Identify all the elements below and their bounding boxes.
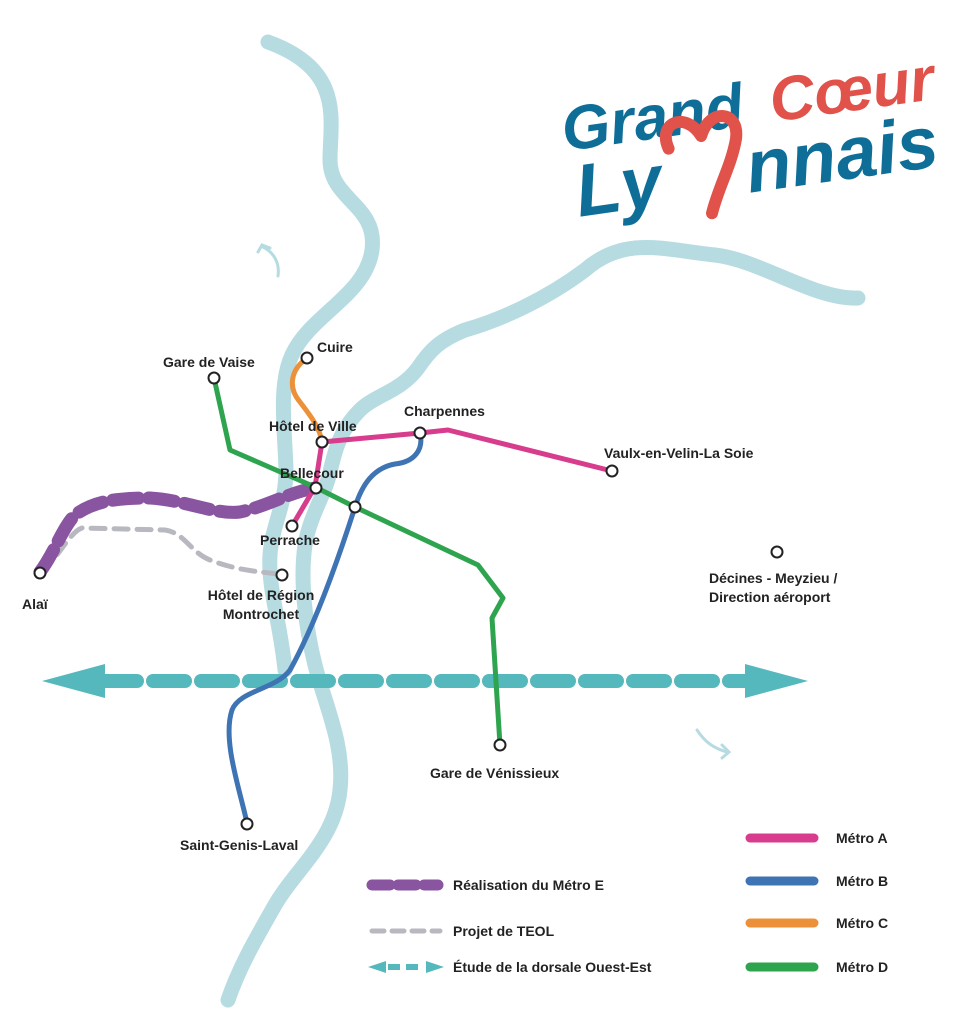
legend-dorsale-arrow-right-icon (426, 961, 444, 973)
label-alai: Alaï (22, 596, 49, 612)
logo-line-2-end: nnais (740, 100, 943, 209)
label-perrache: Perrache (260, 532, 320, 548)
station-alai[interactable] (33, 566, 47, 580)
dorsale-ouest-est (42, 664, 808, 698)
label-direction-aeroport: Direction aéroport (709, 589, 831, 605)
svg-text:Étude de la dorsale Ouest-Est: Étude de la dorsale Ouest-Est (453, 959, 652, 975)
dorsale-arrow-right-icon (745, 664, 808, 698)
label-hotel-de-region: Hôtel de Région (208, 587, 315, 603)
dorsale-arrow-left-icon (42, 664, 105, 698)
station-hotel-de-ville[interactable] (315, 435, 329, 449)
label-decines-meyzieu: Décines - Meyzieu / (709, 570, 837, 586)
svg-text:Métro B: Métro B (836, 873, 888, 889)
flow-arrow-head-icon (256, 243, 272, 254)
station-perrache[interactable] (285, 519, 299, 533)
rivers (220, 34, 866, 1008)
legend-item-metro-a: Métro A (745, 830, 888, 846)
svg-text:Métro C: Métro C (836, 915, 888, 931)
metro-e-line (33, 481, 322, 579)
label-vaulx-la-soie: Vaulx-en-Velin-La Soie (604, 445, 754, 461)
grand-coeur-lyonnais-logo: Grand Cœur Ly nnais (557, 44, 943, 233)
svg-text:Métro D: Métro D (836, 959, 888, 975)
flow-arrow-head-icon (720, 743, 732, 760)
label-gare-de-venissieux: Gare de Vénissieux (430, 765, 559, 781)
station-bellecour[interactable] (309, 481, 323, 495)
svg-text:Réalisation du Métro E: Réalisation du Métro E (453, 877, 604, 893)
label-hotel-de-ville: Hôtel de Ville (269, 418, 357, 434)
logo-line-2-start: Ly (570, 138, 671, 233)
legend-item-metro-d: Métro D (745, 959, 888, 975)
legend-item-metro-b: Métro B (745, 873, 888, 889)
station-decines-meyzieu[interactable] (770, 545, 784, 559)
label-bellecour: Bellecour (280, 465, 344, 481)
legend-item-metro-e: Réalisation du Métro E (366, 877, 604, 893)
legend-item-dorsale: Étude de la dorsale Ouest-Est (368, 959, 652, 975)
metro-a-line (289, 427, 613, 528)
flow-arrow-icon (695, 728, 729, 754)
station-charpennes[interactable] (413, 426, 427, 440)
station-saxe-gambetta[interactable] (348, 500, 362, 514)
station-labels: Gare de Vaise Cuire Hôtel de Ville Charp… (22, 339, 837, 853)
station-gare-de-venissieux[interactable] (493, 738, 507, 752)
legend: Métro A Métro B Métro C Métro D Réalisat… (366, 830, 888, 975)
flow-arrow-icon (261, 245, 280, 278)
river-flow-arrows (256, 243, 732, 760)
rhone-river (220, 240, 866, 1008)
saone-river (260, 34, 380, 678)
label-charpennes: Charpennes (404, 403, 485, 419)
heart-icon (659, 110, 743, 220)
teol-line (39, 525, 283, 577)
station-hotel-de-region[interactable] (275, 568, 289, 582)
label-gare-de-vaise: Gare de Vaise (163, 354, 255, 370)
legend-dorsale-arrow-left-icon (368, 961, 386, 973)
label-saint-genis-laval: Saint-Genis-Laval (180, 837, 298, 853)
station-vaulx-la-soie[interactable] (605, 464, 619, 478)
label-cuire: Cuire (317, 339, 353, 355)
metro-c-line (289, 355, 325, 445)
station-saint-genis-laval[interactable] (240, 817, 254, 831)
svg-text:Métro A: Métro A (836, 830, 888, 846)
legend-item-teol: Projet de TEOL (369, 923, 555, 939)
legend-item-metro-c: Métro C (745, 915, 888, 931)
metro-b-line (226, 430, 424, 826)
stations (33, 351, 784, 831)
station-cuire[interactable] (300, 351, 314, 365)
metro-d-line (211, 377, 506, 746)
station-gare-de-vaise[interactable] (207, 371, 221, 385)
label-montrochet: Montrochet (223, 606, 300, 622)
svg-text:Projet de TEOL: Projet de TEOL (453, 923, 555, 939)
